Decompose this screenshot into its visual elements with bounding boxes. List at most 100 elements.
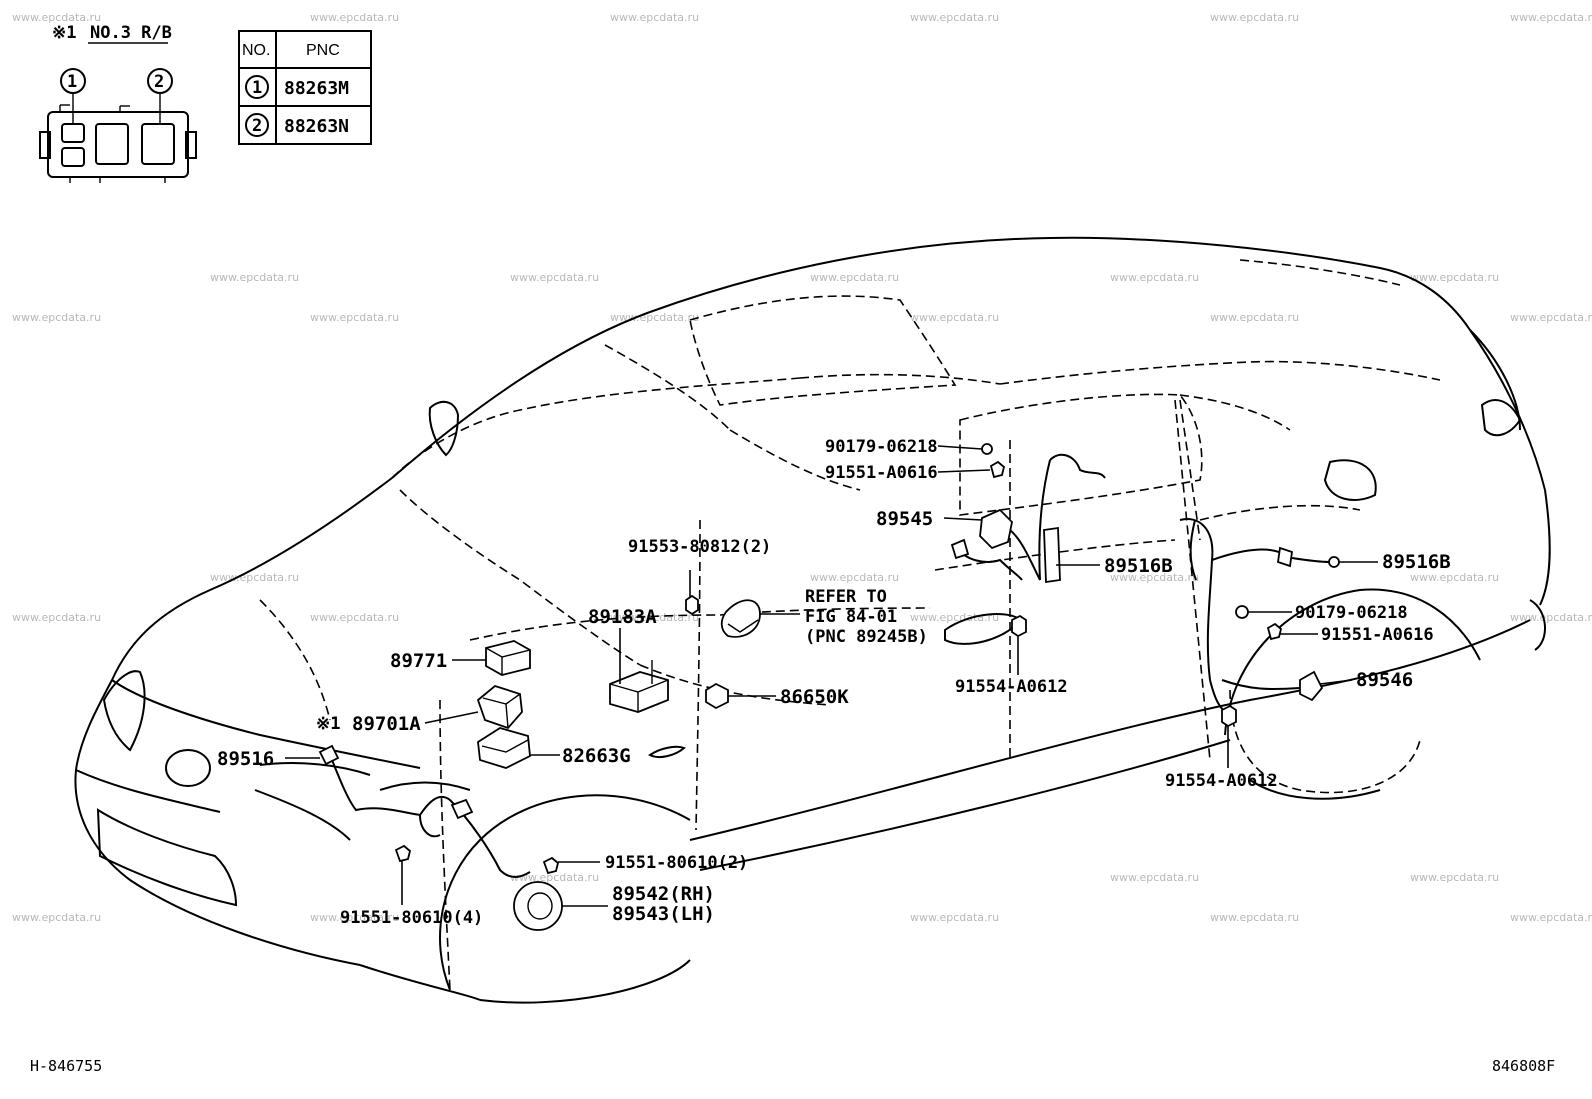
label-89546: 89546 [1356,669,1413,691]
table-row-no: 1 [252,78,262,98]
watermark: www.epcdata.ru [1510,11,1592,24]
watermark: www.epcdata.ru [310,911,399,924]
watermark: www.epcdata.ru [310,11,399,24]
label-90179-06218-top: 90179-06218 [825,437,938,457]
bolt-91551-icon [989,460,1006,479]
leader-lines [285,445,1378,907]
watermark: www.epcdata.ru [12,611,101,624]
hidden-lines [259,259,1441,991]
connector-89516b-right-icon [1328,556,1340,568]
table-row-no: 2 [252,116,262,136]
relay-block-icon [39,104,197,183]
watermark: www.epcdata.ru [1210,11,1299,24]
bolt-91551-80610-4-icon [394,844,412,863]
watermark: www.epcdata.ru [1110,871,1199,884]
watermark: www.epcdata.ru [910,11,999,24]
footer-right-code: 846808F [1492,1057,1555,1075]
label-refer-line2: FIG 84-01 [805,607,897,627]
part-89516-icon [318,744,340,766]
watermark: www.epcdata.ru [1210,311,1299,324]
watermark: www.epcdata.ru [1410,571,1499,584]
watermark: www.epcdata.ru [1110,571,1199,584]
watermark: www.epcdata.ru [1210,911,1299,924]
bolt-91551-right-icon [1266,622,1283,641]
bolt-91553-icon [685,594,699,616]
label-89543: 89543(LH) [612,903,715,925]
bolt-91551-80610-2-icon [542,856,560,875]
label-89701a: 89701A [352,713,421,735]
callout-2-number: 2 [154,72,164,92]
watermark: www.epcdata.ru [210,571,299,584]
label-refer-line1: REFER TO [805,587,887,607]
part-89545-icon [979,508,1013,550]
footer-left-code: H-846755 [30,1057,102,1075]
watermark: www.epcdata.ru [510,271,599,284]
callout-1-number: 1 [67,72,77,92]
part-89546-icon [1299,670,1324,702]
label-89771: 89771 [390,650,447,672]
table-header-pnc: PNC [306,42,340,59]
watermark: www.epcdata.ru [1510,911,1592,924]
watermark: www.epcdata.ru [910,911,999,924]
label-89516b-right: 89516B [1382,551,1451,573]
watermark: www.epcdata.ru [310,611,399,624]
label-91553-80812: 91553-80812(2) [628,537,771,557]
bracket-icon [1277,546,1293,568]
label-90179-06218-right: 90179-06218 [1295,603,1408,623]
label-refer-line3: (PNC 89245B) [805,627,928,647]
table-row-pnc: 88263M [284,78,349,99]
part-labels: 90179-06218 91551-A0616 89545 89516B 915… [217,437,1451,928]
rotor-89542-icon [513,881,563,931]
watermark: www.epcdata.ru [12,11,101,24]
label-89545: 89545 [876,508,933,530]
nut-90179-right-icon [1235,605,1249,619]
label-91554-a0612-mid: 91554-A0612 [955,677,1068,697]
label-89516b-mid: 89516B [1104,555,1173,577]
label-89542: 89542(RH) [612,883,715,905]
label-89183a: 89183A [588,606,657,628]
watermark: www.epcdata.ru [810,271,899,284]
label-89701a-mark: ※1 [316,714,340,734]
sensor-89245b-icon [720,599,761,638]
part-89701a-icon [476,684,523,730]
clip-icon [450,798,474,820]
watermark: www.epcdata.ru [910,611,999,624]
bolt-91554-mid-icon [1011,614,1027,638]
watermark: www.epcdata.ru [12,911,101,924]
label-91551-a0616-top: 91551-A0616 [825,463,938,483]
bolt-91554-right-icon [1221,704,1237,728]
watermark: www.epcdata.ru [310,311,399,324]
inset-caption-text: NO.3 R/B [90,23,172,43]
relay-block-inset: ※1 NO.3 R/B 1 2 NO. [39,23,372,183]
car-outline [74,236,1551,1004]
watermark: www.epcdata.ru [610,11,699,24]
part-89771-icon [485,640,531,676]
watermark: www.epcdata.ru [910,311,999,324]
watermark: www.epcdata.ru [1410,271,1499,284]
row-1-circle-icon [245,75,269,99]
table-row-pnc: 88263N [284,116,349,137]
connector-icon [950,538,970,560]
watermark: www.epcdata.ru [1110,271,1199,284]
watermark: www.epcdata.ru [610,611,699,624]
watermark: www.epcdata.ru [1510,611,1592,624]
watermark: www.epcdata.ru [510,871,599,884]
pnc-table: NO. PNC 1 88263M 2 88263N [238,30,372,145]
watermark: www.epcdata.ru [12,311,101,324]
nut-90179-icon [981,443,993,455]
label-91551-80610-2: 91551-80610(2) [605,853,748,873]
part-86650k-icon [705,682,729,710]
watermark: www.epcdata.ru [1510,311,1592,324]
row-2-circle-icon [245,113,269,137]
label-91554-a0612-right: 91554-A0612 [1165,771,1278,791]
label-86650k: 86650K [780,686,849,708]
watermark-layer: www.epcdata.ru www.epcdata.ru www.epcdat… [12,11,1592,924]
watermark: www.epcdata.ru [810,571,899,584]
watermark: www.epcdata.ru [1410,871,1499,884]
watermark: www.epcdata.ru [210,271,299,284]
watermark: www.epcdata.ru [610,311,699,324]
part-89516b-mid-icon [1043,526,1061,584]
label-91551-a0616-right: 91551-A0616 [1321,625,1434,645]
label-82663g: 82663G [562,745,631,767]
